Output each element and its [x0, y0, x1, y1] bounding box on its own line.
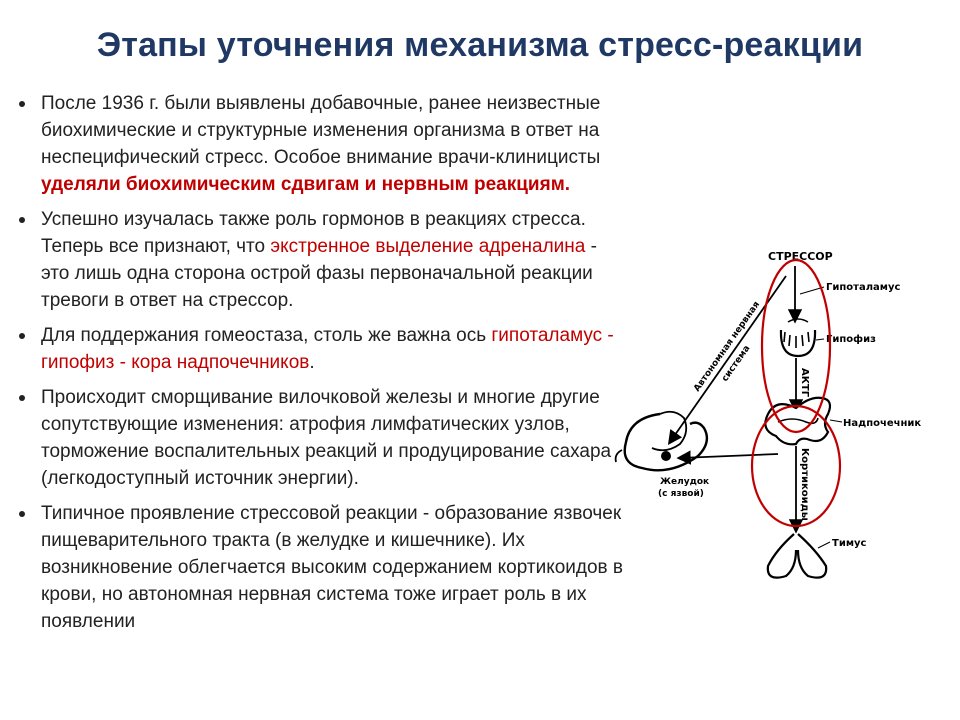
bullet-list: После 1936 г. были выявлены добавочные, … — [16, 90, 628, 643]
pituitary-label: Гипофиз — [826, 333, 876, 345]
bullet-item: Для поддержания гомеостаза, столь же важ… — [16, 322, 628, 376]
stomach-label-line1: Желудок — [660, 477, 709, 487]
bullet-dot — [19, 101, 25, 107]
thymus-label: Тимус — [832, 538, 867, 549]
highlighted-text: экстренное выделение адреналина — [270, 236, 586, 257]
thymus-pointer — [817, 541, 831, 549]
bullet-dot — [19, 395, 25, 401]
bullet-text: Для поддержания гомеостаза, столь же важ… — [41, 325, 614, 373]
highlighted-text: гипоталамус - гипофиз - кора надпочечник… — [41, 325, 614, 373]
corticoids-label: Кортикоиды — [799, 448, 810, 521]
highlight-adrenal — [750, 404, 842, 528]
stomach-organ — [614, 410, 709, 472]
bullet-item: Успешно изучалась также роль гормонов в … — [16, 206, 628, 314]
thymus-gland — [766, 533, 828, 579]
hypothalamus-label: Гипоталамус — [826, 282, 900, 293]
bullet-text: Происходит сморщивание вилочковой железы… — [41, 387, 612, 489]
stress-diagram: СТРЕССОР Гипоталамус Гипофиз АКТГ Надпоч… — [614, 250, 921, 579]
highlight-hypothalamus-pituitary — [760, 258, 832, 434]
pituitary-gland — [779, 318, 817, 358]
pituitary-pointer — [815, 338, 825, 341]
bullet-item: Типичное проявление стрессовой реакции -… — [16, 500, 628, 635]
bullet-text: Успешно изучалась также роль гормонов в … — [41, 209, 597, 311]
bullet-dot — [19, 333, 25, 339]
adrenal-label: Надпочечник — [843, 418, 921, 429]
bullet-item: После 1936 г. были выявлены добавочные, … — [16, 90, 628, 198]
bullet-text: После 1936 г. были выявлены добавочные, … — [41, 93, 601, 195]
actg-label: АКТГ — [799, 368, 810, 398]
stomach-label-line2: (с язвой) — [658, 489, 704, 499]
bullet-dot — [19, 217, 25, 223]
slide-title: Этапы уточнения механизма стресс-реакции — [96, 26, 864, 64]
highlighted-text: уделяли биохимическим сдвигам и нервным … — [41, 174, 571, 195]
adrenal-pointer — [829, 419, 843, 423]
bullet-dot — [19, 511, 25, 517]
bullet-item: Происходит сморщивание вилочковой железы… — [16, 384, 628, 492]
bullet-text: Типичное проявление стрессовой реакции -… — [41, 503, 624, 632]
stressor-label: СТРЕССОР — [768, 250, 833, 263]
ulcer-dot — [661, 451, 671, 461]
